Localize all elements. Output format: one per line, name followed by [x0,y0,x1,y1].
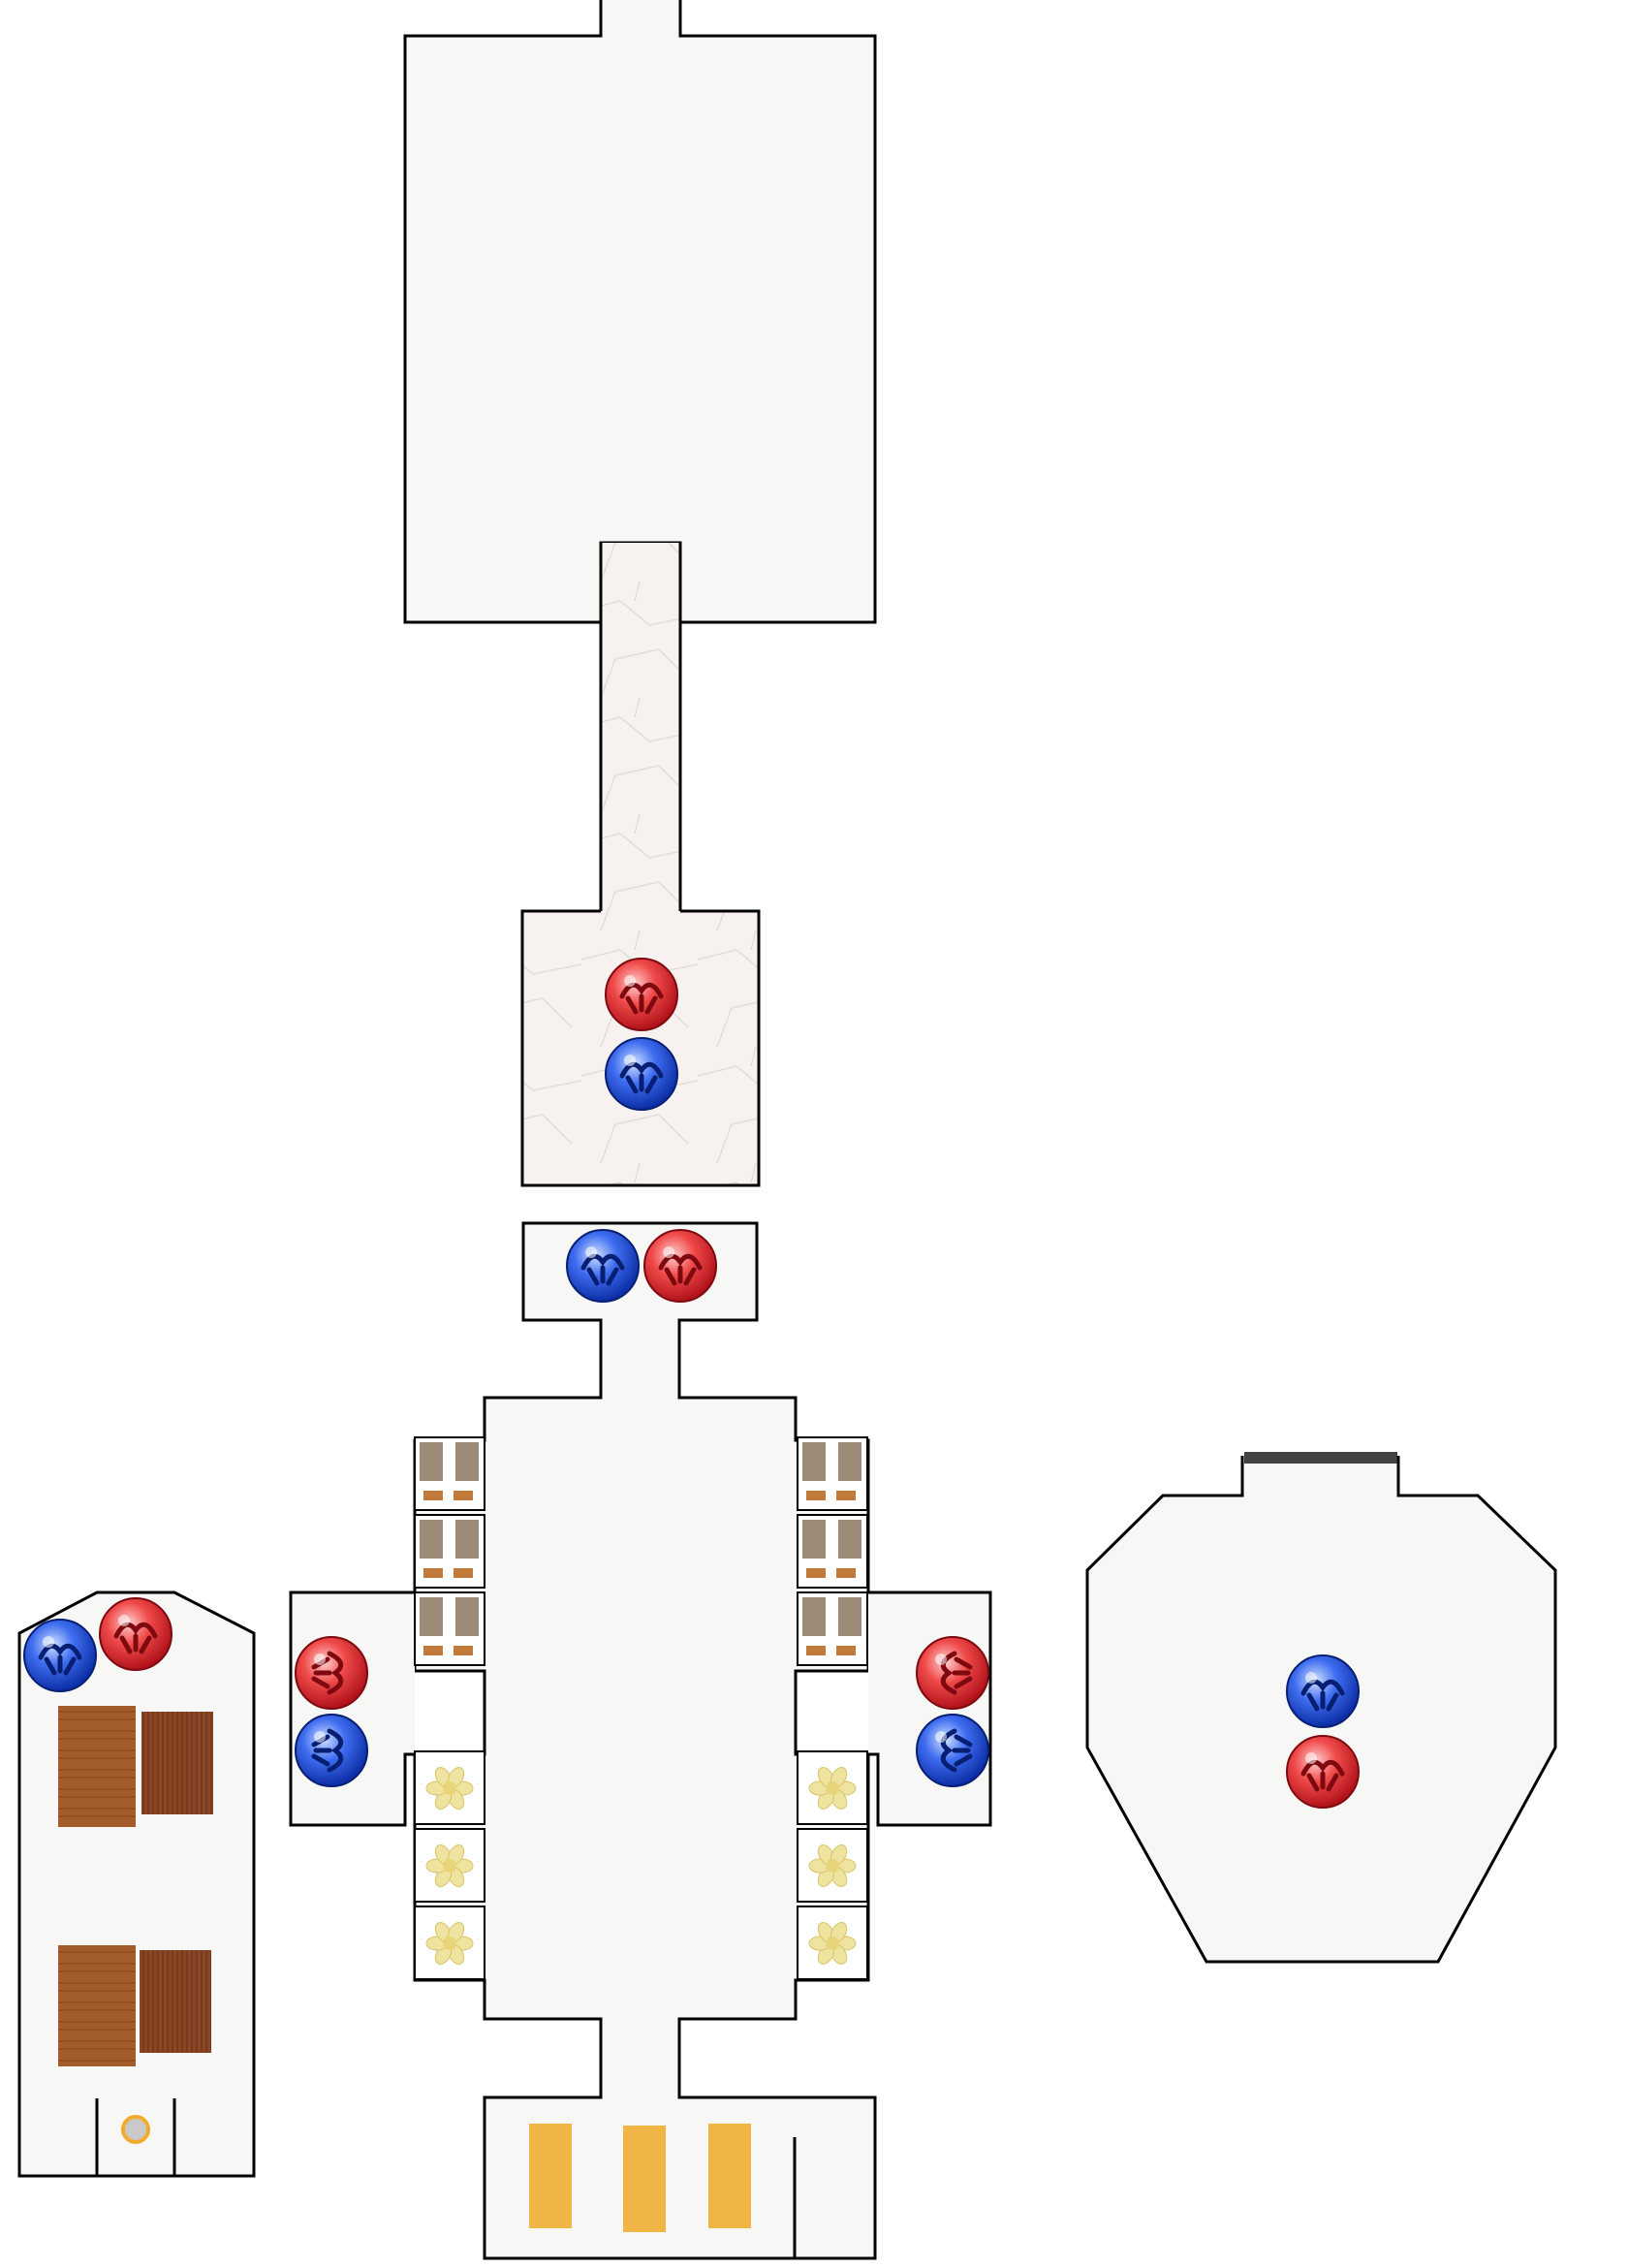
bench [708,2124,751,2228]
warp-up-icon [619,1061,664,1094]
flower-bed [797,1906,868,1980]
warp-up-icon [619,982,664,1015]
central-hall-west-wing [289,1591,415,1827]
warp-tile-red[interactable] [99,1597,172,1671]
bed [797,1591,868,1666]
warp-tile-red[interactable] [605,958,678,1031]
flower-beds-west [414,1750,485,1980]
benches [529,2124,751,2232]
wood-shelf [141,1712,213,1814]
warp-tiles [23,958,1360,1809]
west-room-furniture [58,1706,213,2144]
flower-bed [797,1750,868,1825]
warp-up-icon [38,1643,82,1676]
flower-bed [414,1906,485,1980]
warp-tile-blue[interactable] [566,1229,640,1303]
warp-tile-blue[interactable] [605,1037,678,1111]
warp-up-icon [1300,1679,1345,1712]
warp-tile-blue[interactable] [1286,1654,1360,1728]
room-north-corridor [601,543,680,911]
east-room-dark-doorway [1244,1452,1397,1464]
bed [414,1591,485,1666]
floor-ball-icon [121,2115,150,2144]
warp-tile-blue[interactable] [23,1619,97,1692]
bed [414,1514,485,1589]
flower-beds-east [797,1750,868,1980]
bed [797,1514,868,1589]
flower-bed [414,1828,485,1903]
bench [529,2124,572,2228]
room-warp-alcove [413,1221,877,2260]
flower-bed [797,1828,868,1903]
bed [797,1436,868,1511]
warp-up-icon [1300,1759,1345,1792]
beds-west [414,1436,485,1666]
warp-tile-red[interactable] [643,1229,717,1303]
wood-shelf [140,1950,211,2053]
wood-table [58,1945,136,2066]
wood-table [58,1706,136,1827]
beds-east [797,1436,868,1666]
warp-tile-red[interactable] [916,1636,989,1710]
flower-bed [414,1750,485,1825]
warp-tile-red[interactable] [295,1636,368,1710]
warp-up-icon [580,1253,625,1286]
bed [414,1436,485,1511]
warp-tile-blue[interactable] [295,1714,368,1787]
bench [623,2126,666,2232]
warp-up-icon [113,1622,158,1654]
warp-tile-red[interactable] [1286,1735,1360,1809]
central-hall-east-wing [868,1591,992,1827]
warp-up-icon [658,1253,703,1286]
room-north-hall [403,0,877,624]
warp-tile-blue[interactable] [916,1714,989,1787]
